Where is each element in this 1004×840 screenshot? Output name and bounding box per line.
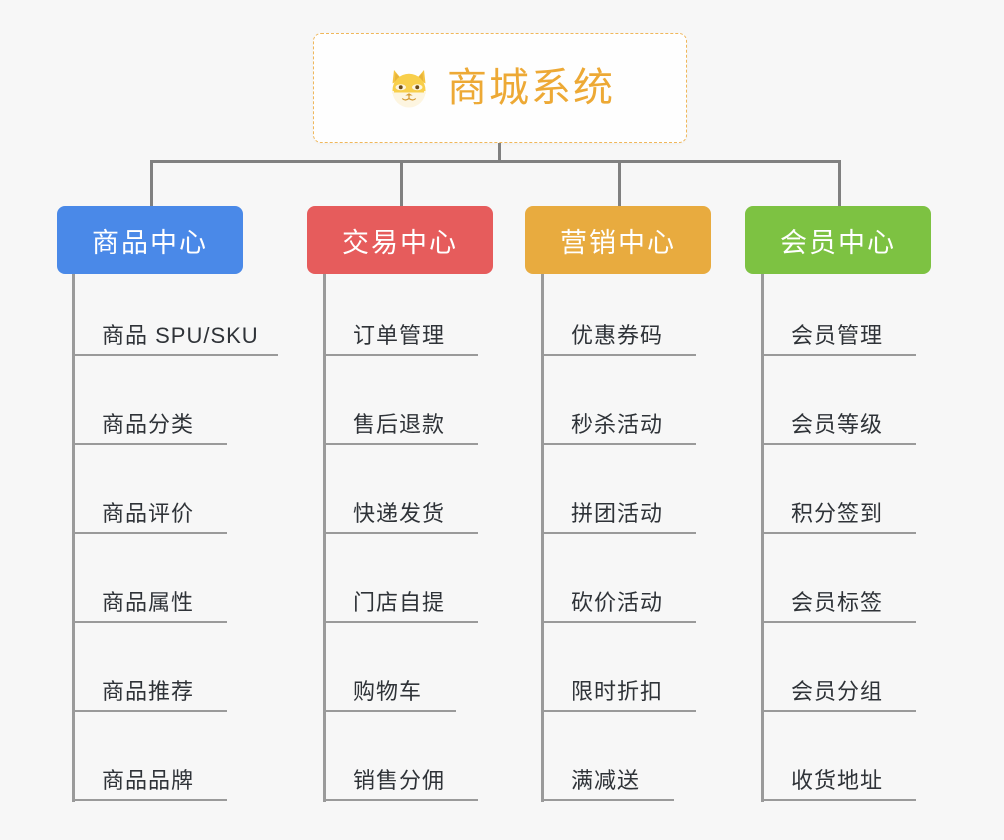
branch-header-4[interactable]: 会员中心 bbox=[745, 206, 931, 274]
leaf-label: 商品属性 bbox=[102, 590, 195, 615]
leaf-underline bbox=[323, 354, 478, 356]
leaf-underline bbox=[761, 799, 916, 801]
branch-spine-1 bbox=[72, 274, 75, 802]
leaf-underline bbox=[323, 443, 478, 445]
leaf-label: 会员管理 bbox=[791, 323, 884, 348]
leaf-label: 限时折扣 bbox=[571, 679, 664, 704]
leaf-underline bbox=[323, 621, 478, 623]
leaf-label: 售后退款 bbox=[353, 412, 446, 437]
leaf-underline bbox=[72, 621, 227, 623]
leaf-underline bbox=[761, 532, 916, 534]
leaf-underline bbox=[72, 354, 278, 356]
leaf-label: 销售分佣 bbox=[353, 768, 446, 793]
leaf-underline bbox=[323, 799, 478, 801]
leaf-label: 拼团活动 bbox=[571, 501, 664, 526]
shiba-dog-icon bbox=[385, 64, 433, 112]
leaf-underline bbox=[541, 799, 674, 801]
leaf-underline bbox=[761, 710, 916, 712]
connector-root-stem bbox=[498, 143, 501, 163]
leaf-underline bbox=[72, 443, 227, 445]
leaf-label: 会员等级 bbox=[791, 412, 884, 437]
branch-spine-4 bbox=[761, 274, 764, 802]
leaf-underline bbox=[761, 354, 916, 356]
leaf-label: 优惠券码 bbox=[571, 323, 664, 348]
branch-header-3[interactable]: 营销中心 bbox=[525, 206, 711, 274]
leaf-label: 商品推荐 bbox=[102, 679, 195, 704]
leaf-underline bbox=[72, 532, 227, 534]
leaf-underline bbox=[323, 532, 478, 534]
leaf-underline bbox=[541, 710, 696, 712]
connector-drop-4 bbox=[838, 160, 841, 207]
leaf-underline bbox=[541, 532, 696, 534]
branch-header-2[interactable]: 交易中心 bbox=[307, 206, 493, 274]
connector-drop-3 bbox=[618, 160, 621, 207]
leaf-label: 秒杀活动 bbox=[571, 412, 664, 437]
leaf-underline bbox=[72, 799, 227, 801]
leaf-label: 商品评价 bbox=[102, 501, 195, 526]
leaf-label: 门店自提 bbox=[353, 590, 446, 615]
connector-drop-2 bbox=[400, 160, 403, 207]
leaf-label: 积分签到 bbox=[791, 501, 884, 526]
connector-drop-1 bbox=[150, 160, 153, 207]
leaf-underline bbox=[761, 443, 916, 445]
leaf-underline bbox=[541, 621, 696, 623]
root-title: 商城系统 bbox=[447, 66, 615, 110]
leaf-label: 砍价活动 bbox=[571, 590, 664, 615]
leaf-label: 快递发货 bbox=[353, 501, 446, 526]
branch-header-label-1: 商品中心 bbox=[92, 227, 208, 258]
branch-header-1[interactable]: 商品中心 bbox=[57, 206, 243, 274]
leaf-label: 购物车 bbox=[353, 679, 423, 704]
leaf-underline bbox=[541, 354, 696, 356]
leaf-underline bbox=[323, 710, 456, 712]
leaf-label: 会员分组 bbox=[791, 679, 884, 704]
leaf-label: 商品品牌 bbox=[102, 768, 195, 793]
branch-header-label-2: 交易中心 bbox=[342, 227, 458, 258]
branch-header-label-4: 会员中心 bbox=[780, 227, 896, 258]
leaf-label: 满减送 bbox=[571, 768, 641, 793]
leaf-underline bbox=[541, 443, 696, 445]
leaf-underline bbox=[761, 621, 916, 623]
leaf-label: 会员标签 bbox=[791, 590, 884, 615]
leaf-label: 商品分类 bbox=[102, 412, 195, 437]
leaf-underline bbox=[72, 710, 227, 712]
root-node[interactable]: 商城系统 bbox=[313, 33, 687, 143]
leaf-label: 订单管理 bbox=[353, 323, 446, 348]
leaf-label: 商品 SPU/SKU bbox=[102, 323, 259, 348]
connector-bus bbox=[150, 160, 841, 163]
branch-spine-3 bbox=[541, 274, 544, 802]
branch-spine-2 bbox=[323, 274, 326, 802]
leaf-label: 收货地址 bbox=[791, 768, 884, 793]
branch-header-label-3: 营销中心 bbox=[560, 227, 676, 258]
